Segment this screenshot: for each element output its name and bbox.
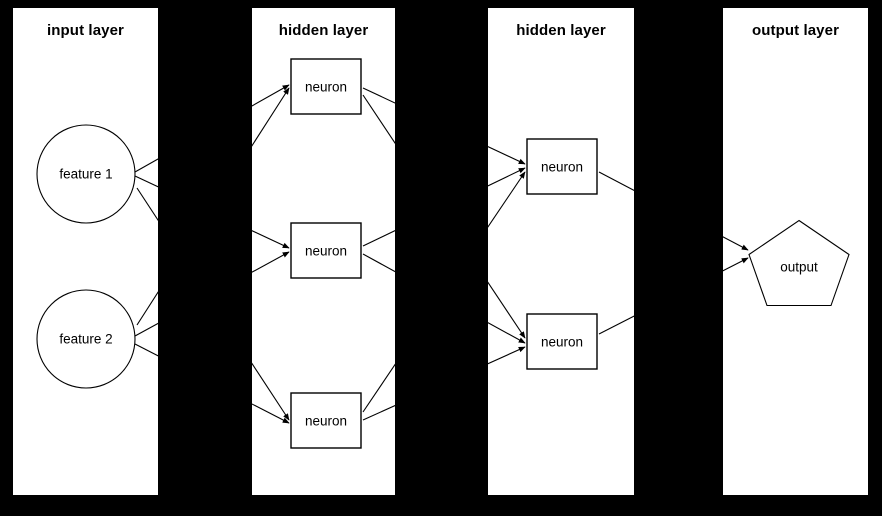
panel-output-layer: output layer <box>723 8 868 495</box>
panel-title-hidden-layer-1: hidden layer <box>278 22 369 39</box>
node-hidden-2-neuron-2-label: neuron <box>540 334 584 349</box>
panel-title-output-layer: output layer <box>751 22 840 39</box>
panel-title-hidden-layer-2: hidden layer <box>516 22 606 39</box>
node-feature-1-label: feature 1 <box>59 166 113 182</box>
node-hidden-1-neuron-1-label: neuron <box>304 79 348 94</box>
node-output-node-label: output <box>780 259 818 275</box>
node-hidden-1-neuron-3-label: neuron <box>304 413 348 428</box>
panel-title-input-layer: input layer <box>47 22 124 39</box>
panel-input-layer: input layer <box>13 8 158 495</box>
node-hidden-1-neuron-2-label: neuron <box>304 243 348 258</box>
node-hidden-2-neuron-1-label: neuron <box>540 159 584 174</box>
node-feature-2-label: feature 2 <box>59 331 113 347</box>
panel-hidden-layer-2: hidden layer <box>488 8 634 495</box>
